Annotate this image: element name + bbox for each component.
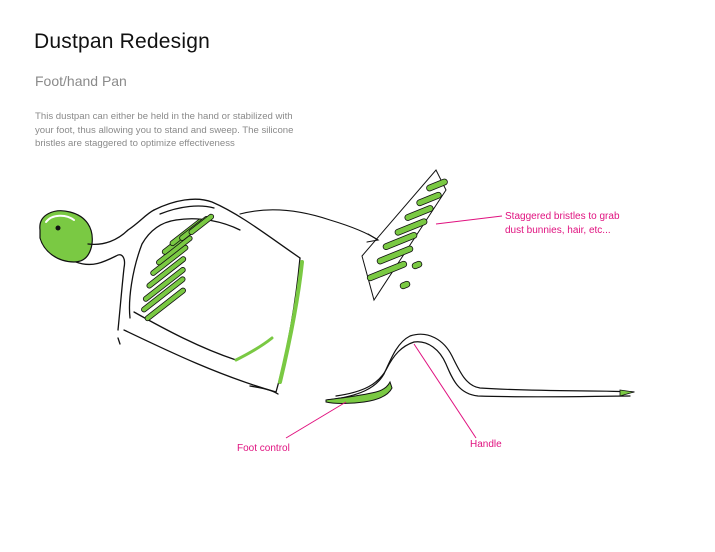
- leader-foot: [285, 401, 347, 439]
- pan-top-edge-2: [159, 205, 215, 215]
- pan-left-edge: [128, 219, 177, 319]
- callout-bristles-line: Staggered bristles to grab: [505, 211, 620, 222]
- pan-bristles: [141, 213, 215, 322]
- description: This dustpan can either be held in the h…: [35, 110, 335, 151]
- pan-bottom-edge: [123, 329, 277, 393]
- pan-right-edge: [275, 257, 301, 393]
- handle-grip-highlight: [45, 214, 75, 223]
- pan-back-rim: [175, 218, 241, 231]
- end-tip: [619, 389, 635, 397]
- bristle-detail: [361, 169, 448, 302]
- pan-floor-line: [249, 385, 279, 395]
- pan-green-lip: [278, 260, 304, 384]
- description-line: bristles are staggered to optimize effec…: [35, 138, 235, 149]
- leader-handle: [413, 343, 477, 439]
- foot-control: [325, 380, 393, 404]
- callout-bristles-line: dust bunnies, hair, etc...: [505, 225, 611, 236]
- pan-corner-stroke: [117, 337, 121, 345]
- callout-handle: Handle: [470, 439, 502, 450]
- pan-top-edge: [153, 198, 301, 259]
- handle-neck: [87, 209, 155, 246]
- handle-grip: [39, 210, 93, 263]
- leader-bristles: [435, 215, 503, 225]
- description-line: your foot, thus allowing you to stand an…: [35, 124, 294, 136]
- bristle-plate-outline: [361, 169, 447, 302]
- pan-green-lip-2: [234, 336, 274, 362]
- detail-arrow: [239, 209, 380, 243]
- pan-inner-edge: [133, 311, 237, 361]
- page-title: Dustpan Redesign: [34, 30, 210, 53]
- callout-foot-control: Foot control: [237, 443, 290, 454]
- handle-neck-lower: [75, 254, 126, 331]
- callout-bristles: Staggered bristles to grab dust bunnies,…: [505, 210, 620, 238]
- description-line: This dustpan can either be held in the h…: [35, 111, 293, 122]
- side-profile-inner: [335, 341, 631, 398]
- dustpan-main: [39, 198, 304, 395]
- side-view: [325, 333, 635, 404]
- hang-hole: [55, 225, 61, 231]
- callout-leaders: [285, 215, 503, 439]
- side-profile-outer: [327, 333, 635, 401]
- page-subtitle: Foot/hand Pan: [35, 73, 127, 89]
